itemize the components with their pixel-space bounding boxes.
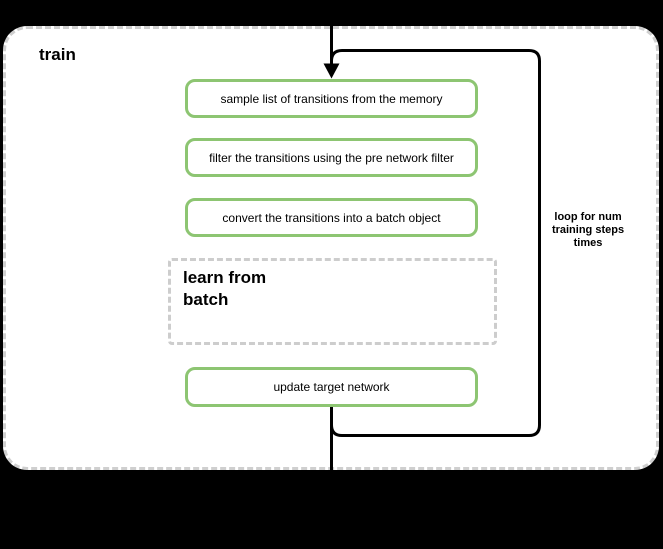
step-filter-transitions: filter the transitions using the pre net…	[185, 138, 478, 177]
loop-rectangle	[330, 49, 541, 437]
train-container-title: train	[39, 45, 76, 64]
loop-annotation: loop for num training steps times	[551, 211, 625, 249]
step-sample-transitions: sample list of transitions from the memo…	[185, 79, 478, 118]
subprocess-learn-from-batch-label: learn from batch	[183, 268, 267, 309]
subprocess-learn-from-batch: learn from batch	[168, 258, 497, 345]
step-convert-to-batch-label: convert the transitions into a batch obj…	[222, 210, 441, 225]
step-filter-transitions-label: filter the transitions using the pre net…	[209, 150, 454, 165]
arrow-down-icon	[323, 63, 340, 79]
step-update-target-network-label: update target network	[273, 380, 390, 394]
step-update-target-network: update target network	[185, 367, 478, 407]
step-sample-transitions-label: sample list of transitions from the memo…	[220, 91, 443, 106]
step-convert-to-batch: convert the transitions into a batch obj…	[185, 198, 478, 237]
